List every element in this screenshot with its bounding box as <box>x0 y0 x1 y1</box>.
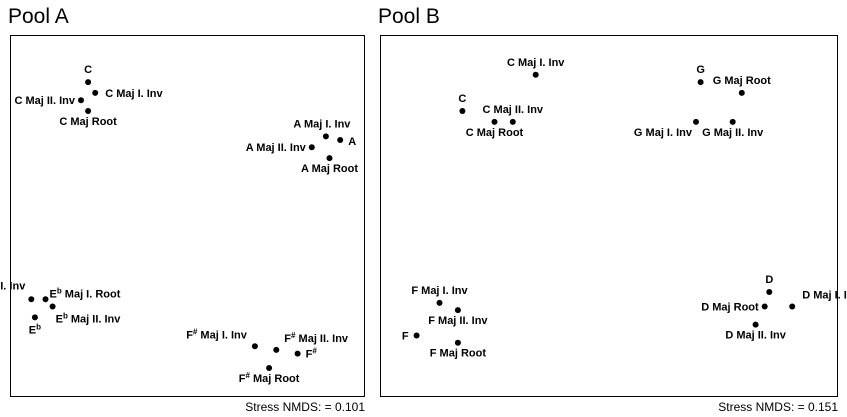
pool-b-stress-label: Stress NMDS: = 0.151 <box>718 400 838 414</box>
point-label-f: F <box>402 331 409 343</box>
point-label-g: G <box>696 64 705 76</box>
point-f-sharp-maj-root <box>266 365 273 371</box>
point-label-d-maj-i-inv: D Maj I. Inv <box>802 290 847 302</box>
point-label-c: C <box>84 64 92 76</box>
point-f <box>413 332 420 339</box>
point-label-g-maj-root: G Maj Root <box>713 75 771 87</box>
point-label-eb-maj-i-root: Eb Maj I. Root <box>50 286 121 300</box>
point-label-eb-maj-ii-inv: Eb Maj II. Inv <box>56 312 122 326</box>
point-label-g-maj-i-inv: G Maj I. Inv <box>634 127 693 139</box>
pool-a-stress-label: Stress NMDS: = 0.101 <box>245 400 365 414</box>
point-a <box>337 137 344 143</box>
point-label-c-maj-i-inv: C Maj I. Inv <box>105 88 163 100</box>
point-g <box>697 79 704 86</box>
pool-b-plot-area <box>380 35 838 397</box>
point-f-sharp-maj-i-inv <box>251 343 258 350</box>
point-g-maj-root <box>738 89 745 96</box>
point-d-maj-i-inv <box>789 303 796 310</box>
point-label-c-maj-i-inv: C Maj I. Inv <box>507 57 565 69</box>
point-c-maj-i-inv <box>92 89 99 96</box>
point-d <box>766 289 773 295</box>
point-label-a-maj-ii-inv: A Maj II. Inv <box>246 142 307 154</box>
pool-b-title: Pool B <box>378 5 440 28</box>
point-label-a: A <box>348 136 356 148</box>
point-label-c-maj-ii-inv: C Maj II. Inv <box>14 95 75 107</box>
point-f-maj-ii-inv <box>454 307 461 314</box>
point-c-maj-root <box>85 108 92 114</box>
point-f-maj-i-inv <box>436 299 443 306</box>
point-f-sharp <box>294 350 301 357</box>
point-c-maj-root <box>491 118 498 125</box>
point-f-maj-root <box>454 339 461 346</box>
point-g-maj-ii-inv <box>729 118 736 125</box>
point-label-d: D <box>765 274 773 286</box>
point-label-f-maj-root: F Maj Root <box>430 348 487 360</box>
point-eb-maj-ii-inv <box>49 303 56 310</box>
point-g-maj-i-inv <box>693 118 699 125</box>
point-f-sharp-maj-ii-inv <box>273 346 280 353</box>
point-label-c-maj-ii-inv: C Maj II. Inv <box>483 104 544 116</box>
point-a-maj-i-inv <box>322 133 329 140</box>
point-label-f-sharp-maj-i-inv: F# Maj I. Inv <box>186 327 248 341</box>
point-label-d-maj-root: D Maj Root <box>701 302 759 314</box>
point-d-maj-root <box>761 303 768 310</box>
point-label-f-maj-i-inv: F Maj I. Inv <box>411 285 468 297</box>
point-label-c-maj-root: C Maj Root <box>59 116 117 128</box>
point-c-maj-ii-inv <box>509 118 516 125</box>
point-c <box>85 79 92 86</box>
point-a-maj-root <box>326 155 333 162</box>
point-c <box>459 108 466 114</box>
point-c-maj-ii-inv <box>78 97 84 104</box>
point-eb-maj-i-root <box>42 296 49 303</box>
point-eb-maj-i-inv <box>28 296 35 303</box>
point-label-a-maj-i-inv: A Maj I. Inv <box>293 118 351 130</box>
point-label-f-sharp-maj-root: F# Maj Root <box>239 371 300 385</box>
point-label-f-maj-ii-inv: F Maj II. Inv <box>428 315 488 327</box>
point-c-maj-i-inv <box>532 71 539 78</box>
pool-a-title: Pool A <box>8 5 69 28</box>
point-label-f-sharp: F# <box>306 347 318 361</box>
point-label-g-maj-ii-inv: G Maj II. Inv <box>702 127 764 139</box>
point-label-eb: Eb <box>29 322 41 336</box>
point-d-maj-ii-inv <box>752 321 759 328</box>
pool-a-plot-area <box>10 35 365 397</box>
point-label-eb-maj-i-inv: Eb Maj I. Inv <box>0 278 26 292</box>
point-label-c: C <box>458 93 466 105</box>
point-eb <box>31 314 38 321</box>
point-label-d-maj-ii-inv: D Maj II. Inv <box>725 330 786 342</box>
point-label-a-maj-root: A Maj Root <box>301 163 358 175</box>
point-a-maj-ii-inv <box>308 144 315 151</box>
point-label-f-sharp-maj-ii-inv: F# Maj II. Inv <box>284 331 349 345</box>
point-label-c-maj-root: C Maj Root <box>466 127 524 139</box>
